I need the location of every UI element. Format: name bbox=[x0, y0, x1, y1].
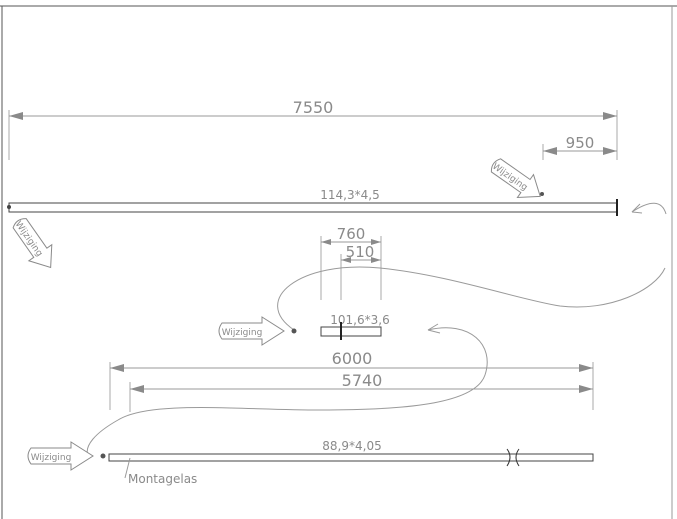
top-tube bbox=[8, 202, 618, 213]
revision-tag-4: Wijziging bbox=[27, 441, 94, 471]
dimension-text-950: 950 bbox=[566, 134, 595, 152]
dimension-offset-top: 950 bbox=[542, 134, 617, 160]
profile-label-middle: 101,6*3,6 bbox=[330, 313, 389, 327]
middle-piece-group: 760 510 101,6*3,6 bbox=[86, 225, 666, 457]
revision-tag-2: Wijziging bbox=[490, 158, 541, 199]
dimension-text-6000: 6000 bbox=[332, 349, 373, 368]
revision-tag-4-text: Wijziging bbox=[31, 453, 72, 463]
montagelas-label: Montagelas bbox=[128, 472, 197, 486]
top-tube-start-point bbox=[7, 205, 11, 209]
revision-tag-2-point bbox=[540, 192, 544, 196]
dimension-text-510: 510 bbox=[346, 243, 375, 261]
revision-tag-4-point bbox=[100, 453, 106, 459]
bottom-bar-group: 6000 5740 88,9*4,05 Montagelas bbox=[108, 349, 594, 486]
leader-curve-right bbox=[631, 202, 667, 215]
revision-tag-3-text: Wijziging bbox=[222, 328, 263, 338]
leader-arrow-return bbox=[427, 323, 441, 334]
revision-tag-1: Wijziging bbox=[12, 218, 53, 269]
profile-label-bottom: 88,9*4,05 bbox=[322, 439, 381, 453]
dimension-inner-length-bottom: 5740 bbox=[129, 371, 593, 412]
dimension-760: 760 bbox=[320, 225, 382, 300]
revision-tag-3-point bbox=[291, 328, 297, 334]
bottom-tube bbox=[108, 453, 594, 462]
dimension-510: 510 bbox=[340, 243, 381, 300]
dimension-overall-length-bottom: 6000 bbox=[109, 349, 594, 410]
dimension-text-7550: 7550 bbox=[293, 98, 334, 117]
profile-label-top: 114,3*4,5 bbox=[320, 188, 379, 202]
joint-symbol bbox=[506, 448, 520, 467]
leader-curve-middle bbox=[277, 266, 666, 331]
top-bar-group: 7550 950 114,3*4,5 bbox=[7, 98, 667, 216]
revision-tag-3: Wijziging bbox=[218, 316, 285, 346]
montagelas-leader bbox=[124, 457, 131, 479]
dimension-text-760: 760 bbox=[337, 225, 366, 243]
leader-arrow-right bbox=[631, 203, 643, 214]
dimension-text-5740: 5740 bbox=[342, 371, 383, 390]
drawing-frame bbox=[0, 5, 677, 519]
dimension-overall-length-top: 7550 bbox=[8, 98, 618, 160]
middle-tube bbox=[320, 326, 382, 337]
leader-curve-return bbox=[86, 327, 488, 457]
